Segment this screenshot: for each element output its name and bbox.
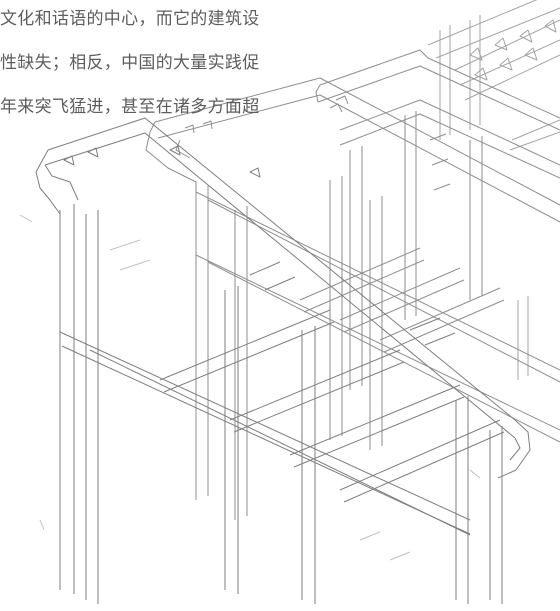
middle-frame: [145, 77, 560, 520]
third-frame: [315, 49, 560, 390]
front-frame: [35, 117, 531, 604]
sketch-lines: [19, 214, 481, 561]
text-line-1: 文化和话语的中心，而它的建筑设: [0, 9, 260, 29]
text-line-2: 性缺失；相反，中国的大量实践促: [0, 53, 260, 73]
back-frame: [427, 0, 560, 380]
text-line-3: 年来突飞猛进，甚至在诸多方面超: [0, 97, 260, 117]
